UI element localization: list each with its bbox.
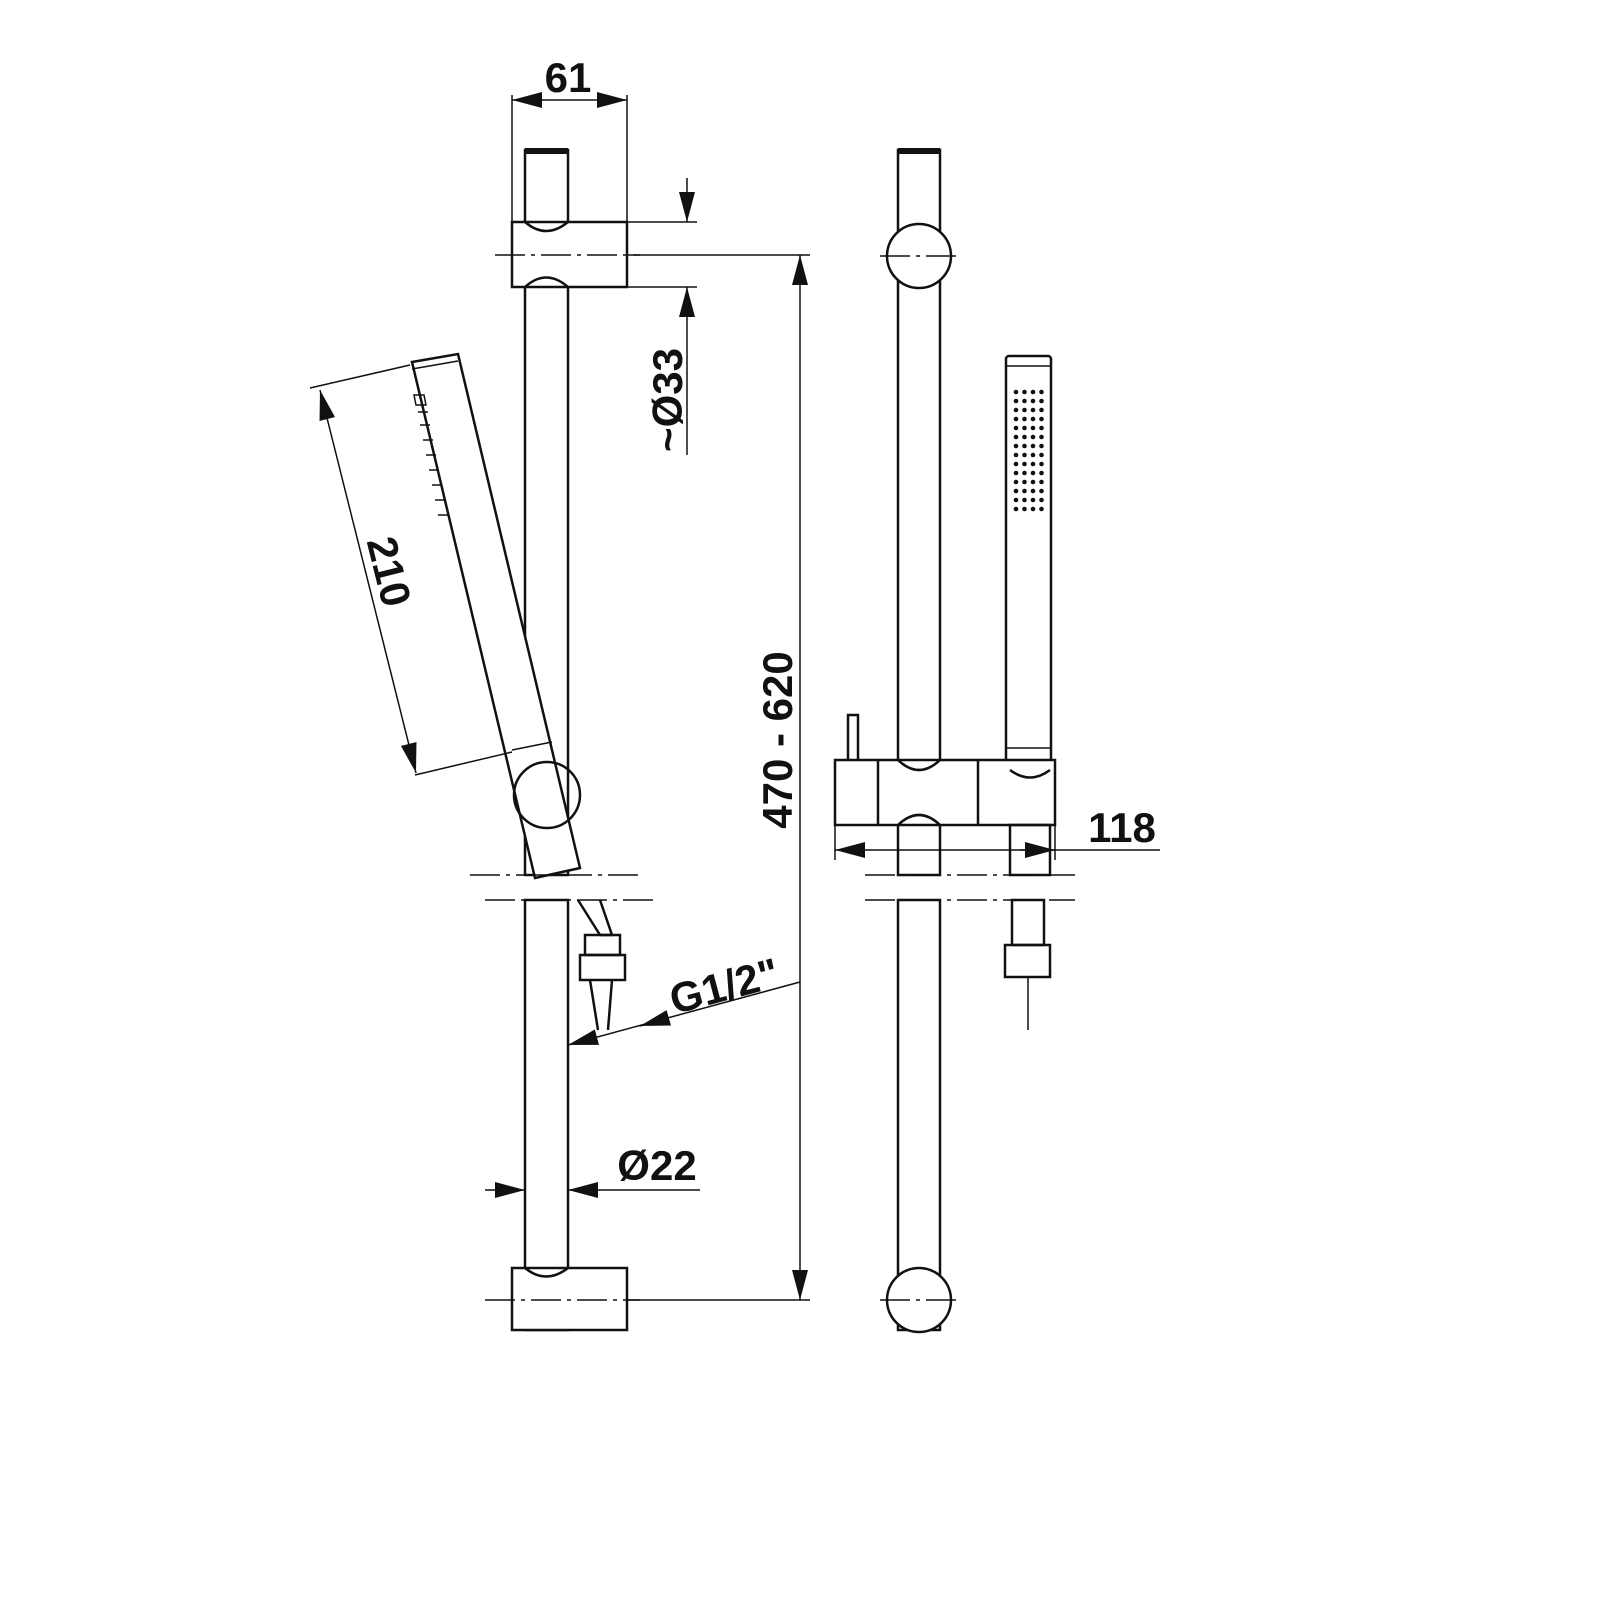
hand-shower-tilted: [410, 352, 582, 880]
nozzle-dot: [1039, 434, 1044, 440]
nozzle-dot: [1013, 452, 1019, 458]
nozzle-dot: [1039, 488, 1044, 494]
nozzle-dot: [1022, 407, 1027, 413]
nozzle-dot: [1030, 416, 1036, 422]
front-view: 118: [833, 148, 1160, 1334]
nozzle-dot: [1022, 434, 1027, 440]
nozzle-dot: [1030, 506, 1036, 512]
nozzle-dot: [1030, 452, 1036, 458]
slider: [833, 758, 1057, 827]
nozzle-dot: [1039, 398, 1044, 404]
nozzle-dot: [1030, 488, 1036, 494]
nozzle-dot: [1030, 407, 1036, 413]
nozzle-dot: [1013, 479, 1019, 485]
nozzle-dot: [1013, 470, 1019, 476]
nozzle-dot: [1039, 443, 1044, 449]
nozzle-dot: [1013, 461, 1019, 467]
nozzle-dot: [1030, 461, 1036, 467]
nozzle-dot: [1013, 425, 1019, 431]
nozzle-dot: [1030, 443, 1036, 449]
dim-hose-thread: G1/2": [665, 949, 784, 1023]
rail-lower-front: [896, 898, 942, 1332]
nozzle-dot: [1013, 407, 1019, 413]
nozzle-dot: [1030, 425, 1036, 431]
nozzle-dot: [1013, 398, 1019, 404]
nozzle-dot: [1030, 434, 1036, 440]
nozzle-dot: [1030, 398, 1036, 404]
nozzle-dot: [1039, 416, 1044, 422]
nozzle-dot: [1039, 497, 1044, 503]
nozzle-dot: [1039, 470, 1044, 476]
nozzle-dot: [1030, 497, 1036, 503]
hose-connector-front: [1003, 898, 1052, 1030]
nozzle-dot: [1013, 416, 1019, 422]
nozzle-dot: [1039, 506, 1044, 512]
nozzle-dot: [1013, 488, 1019, 494]
nozzle-dot: [1039, 452, 1044, 458]
hand-shower-front: [1004, 354, 1053, 763]
nozzle-dot: [1013, 443, 1019, 449]
dim-slider-depth: 118: [1088, 804, 1156, 851]
hose-connector: [576, 899, 627, 1031]
nozzle-dot: [1013, 434, 1019, 440]
dim-hand-shower-length: 210: [358, 532, 421, 611]
nozzle-dot: [1039, 407, 1044, 413]
nozzle-dot: [1039, 389, 1044, 395]
nozzle-dot: [1022, 389, 1027, 395]
nozzle-dot: [1022, 416, 1027, 422]
nozzle-dot: [1013, 506, 1019, 512]
nozzle-dot: [1022, 470, 1027, 476]
rail-lower: [523, 898, 570, 1332]
nozzle-dot: [1030, 479, 1036, 485]
nozzle-dot: [1022, 443, 1027, 449]
nozzle-dot: [1022, 488, 1027, 494]
slider-lever: [846, 713, 860, 764]
nozzle-dot: [1039, 461, 1044, 467]
dim-bracket-depth: 61: [545, 54, 592, 101]
nozzle-dot: [1030, 389, 1036, 395]
dim-bracket-diameter: ~Ø33: [644, 348, 691, 452]
nozzle-dot: [1013, 389, 1019, 395]
nozzle-dot: [1022, 506, 1027, 512]
nozzle-dot: [1022, 479, 1027, 485]
bottom-wall-bracket: [510, 1266, 629, 1332]
nozzle-dot: [1022, 398, 1027, 404]
nozzle-dot: [1039, 425, 1044, 431]
side-view: 61 ~Ø33 210 470 - 620 G1/2" Ø22: [309, 54, 810, 1332]
nozzle-dot: [1022, 425, 1027, 431]
dim-rail-diameter: Ø22: [617, 1142, 696, 1189]
nozzle-dot: [1013, 497, 1019, 503]
nozzle-dot: [1039, 479, 1044, 485]
dim-rail-length: 470 - 620: [754, 651, 801, 828]
nozzle-dot: [1022, 452, 1027, 458]
nozzle-dot: [1022, 497, 1027, 503]
nozzle-dot: [1030, 470, 1036, 476]
nozzle-dot: [1022, 461, 1027, 467]
